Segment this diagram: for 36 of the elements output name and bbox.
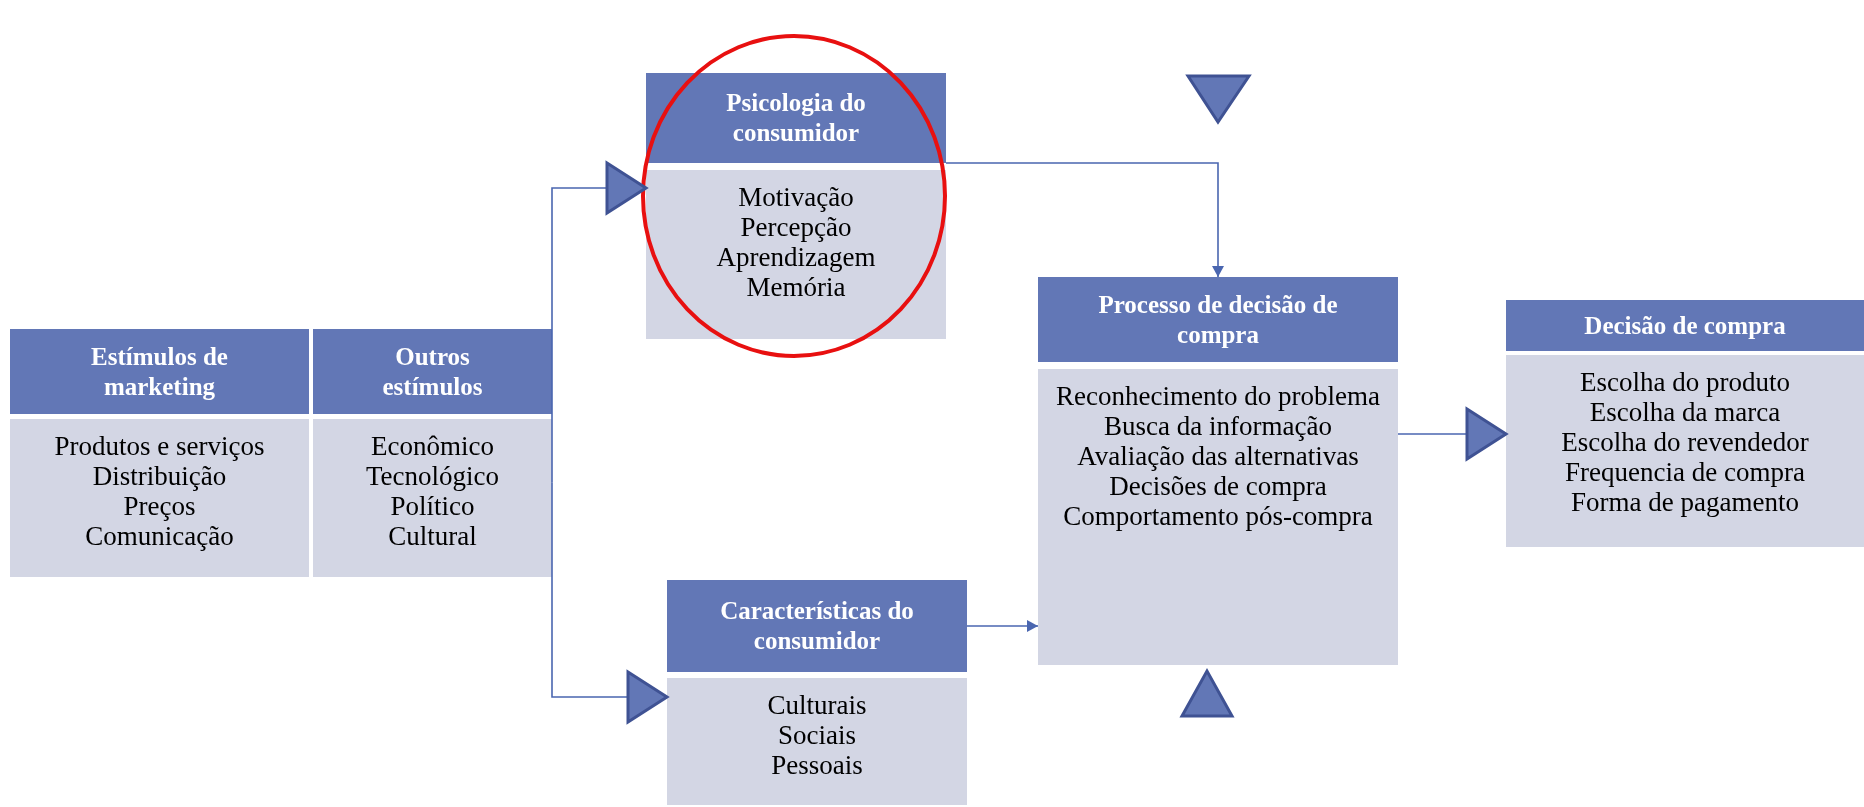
list-item: Pessoais <box>771 750 863 780</box>
list-item: Avaliação das alternativas <box>1077 441 1359 471</box>
list-item: Reconhecimento do problema <box>1056 381 1380 411</box>
list-item: Escolha do revendedor <box>1561 427 1809 457</box>
list-item: Busca da informação <box>1104 411 1332 441</box>
list-item: Sociais <box>778 720 856 750</box>
list-item: Frequencia de compra <box>1565 457 1805 487</box>
list-item: Memória <box>746 272 846 302</box>
arrow <box>1397 407 1508 461</box>
list-item: Motivação <box>738 182 854 212</box>
list-item: Político <box>390 491 475 521</box>
list-item: Culturais <box>767 690 867 720</box>
list-item: Aprendizagem <box>716 242 876 272</box>
header-text: Processo de decisão de compra <box>1097 289 1339 350</box>
arrow <box>966 620 1039 632</box>
header-text: Estímulos de marketing <box>90 341 229 402</box>
list-item: Produtos e serviços <box>54 431 265 461</box>
list-item: Tecnológico <box>365 461 500 491</box>
arrow <box>551 161 648 483</box>
list-item: Distribuição <box>92 461 227 491</box>
header-text: Características do consumidor <box>719 596 915 656</box>
header-text: Psicologia do consumidor <box>725 88 867 148</box>
header-text: Decisão de compra <box>1584 310 1786 341</box>
arrow <box>551 481 669 724</box>
list-item: Comunicação <box>85 521 234 551</box>
arrow <box>945 162 1224 278</box>
list-item: Comportamento pós-compra <box>1063 501 1373 531</box>
list-item: Preços <box>123 491 196 521</box>
list-item: Percepção <box>740 212 852 242</box>
list-item: Forma de pagamento <box>1571 487 1799 517</box>
list-item: Cultural <box>388 521 477 551</box>
list-item: Escolha da marca <box>1589 397 1781 427</box>
list-item: Econômico <box>371 431 494 461</box>
header-text: Outros estímulos <box>381 341 484 402</box>
list-item: Decisões de compra <box>1109 471 1327 501</box>
list-item: Escolha do produto <box>1580 367 1790 397</box>
